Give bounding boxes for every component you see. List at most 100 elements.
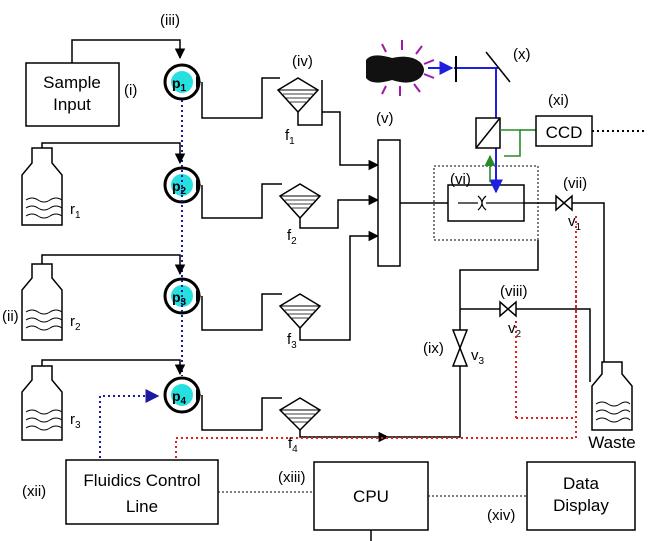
valve-3-letter: v [471,347,479,364]
label-i: (i) [124,82,137,99]
valve-2-sub: 2 [516,329,522,340]
filter-3-letter: f [287,331,292,348]
label-ix: (ix) [423,340,444,357]
filter-3 [278,293,322,330]
pump-3-sub: 3 [181,297,187,308]
label-iv: (iv) [292,53,313,70]
label-xiv: (xiv) [487,507,515,524]
filter-2-sub: 2 [291,236,297,247]
tube-p2-f2 [201,183,282,219]
reservoir-2 [21,263,63,341]
reservoir-1-letter: r [70,201,75,218]
reservoir-2-letter: r [70,313,75,330]
svg-text:v1: v1 [568,213,582,233]
sample-input-box: Sample Input [25,62,120,127]
label-vi: (vi) [450,171,471,188]
filter-2 [278,183,322,220]
svg-text:f4: f4 [288,435,298,455]
fluidics-pump-control-line [99,389,160,458]
data-display-line2: Display [553,496,609,515]
fluidics-line2: Line [126,497,158,516]
pump-2-sub: 2 [181,186,187,197]
label-x: (x) [513,46,531,63]
mixer-chamber [377,139,401,267]
svg-text:f2: f2 [287,227,297,247]
label-vii: (vii) [563,175,587,192]
label-ii: (ii) [2,308,19,325]
label-iii: (iii) [160,12,180,29]
pump-1-sub: 1 [181,83,187,94]
filter-4-sub: 4 [292,444,298,455]
laser-icon [366,40,435,96]
valve-2-letter: v [508,320,516,337]
tube-valve2-waste [460,308,591,382]
label-xiii: (xiii) [278,469,306,486]
fluidics-control-box: Fluidics Control Line [65,459,219,525]
cpu-label: CPU [353,487,389,506]
pump-4-letter: p [172,388,181,404]
pump-4-sub: 4 [181,396,187,407]
reservoir-1 [21,147,63,226]
data-display-box: Data Display [526,461,636,531]
pump-3-letter: p [172,289,181,305]
reservoir-2-sub: 2 [75,322,81,333]
reservoir-1-tube [41,142,186,165]
filter-1 [276,77,320,114]
reservoir-1-sub: 1 [75,210,81,221]
tube-f1-mixer [322,111,380,171]
svg-text:p4: p4 [172,388,187,407]
svg-text:r1: r1 [70,201,81,221]
sample-tube [71,39,186,63]
fluidics-line1: Fluidics Control [83,471,200,490]
svg-text:r3: r3 [70,411,81,431]
valve-1-letter: v [568,213,576,230]
tube-p3-f3 [201,293,282,331]
valve-1 [555,194,573,212]
valve-1-sub: 1 [576,222,582,233]
tube-p4-f4 [201,395,282,431]
tube-p1-f1 [201,77,280,119]
reservoir-3-letter: r [70,411,75,428]
dichroic-prism-icon [475,117,501,149]
valve-2 [499,300,517,318]
pump-1: p1 [163,63,201,101]
valve-3-sub: 3 [479,356,485,367]
tube-valve1-waste [572,202,605,382]
filter-1-sub: 1 [289,136,295,147]
mirror-icon [485,51,511,83]
svg-text:p1: p1 [172,75,187,94]
label-v: (v) [376,110,394,127]
pump-4: p4 [163,376,201,414]
svg-text:r2: r2 [70,313,81,333]
tube-f2-mixer [299,194,380,229]
filter-4-letter: f [288,435,293,452]
svg-text:f1: f1 [285,127,295,147]
svg-text:p3: p3 [172,289,187,308]
reservoir-2-tube [41,254,186,276]
cpu-box: CPU [313,461,429,531]
svg-text:v2: v2 [508,320,522,340]
filter-4 [278,397,322,432]
label-xii: (xii) [22,483,46,500]
svg-text:p2: p2 [172,178,187,197]
reservoir-3-sub: 3 [75,420,81,431]
data-display-line1: Data [563,474,599,493]
svg-text:f3: f3 [287,331,297,351]
reservoir-3 [21,365,63,441]
filter-1-letter: f [285,127,290,144]
label-viii: (viii) [500,283,528,300]
label-xi: (xi) [548,92,569,109]
tube-f3-mixer [299,230,380,341]
pump-2-letter: p [172,178,181,194]
pump-1-letter: p [172,75,181,91]
valve-3 [451,329,469,367]
reservoir-3-tube [41,359,186,376]
filter-2-letter: f [287,227,292,244]
sample-input-line2: Input [53,95,91,114]
waste-label: Waste [588,433,636,452]
svg-text:v3: v3 [471,347,485,367]
waste-container [591,361,633,431]
filter-3-sub: 3 [291,340,297,351]
sample-input-line1: Sample [43,73,101,92]
